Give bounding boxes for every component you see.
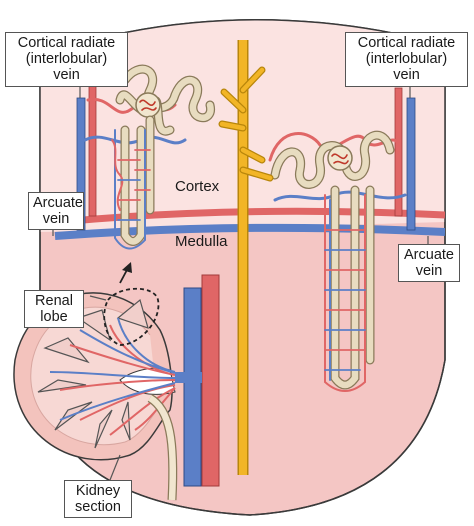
collecting-duct bbox=[218, 40, 274, 475]
label-arcuate-vein-right: Arcuate vein bbox=[398, 244, 460, 282]
left-nephron bbox=[83, 64, 215, 250]
leader-lines bbox=[52, 87, 429, 481]
label-cortical-radiate-vein-right: Cortical radiate (interlobular) vein bbox=[345, 32, 468, 87]
label-arcuate-vein-left: Arcuate vein bbox=[28, 192, 84, 230]
left-glomerulus bbox=[135, 92, 161, 118]
tissue-outline bbox=[39, 19, 446, 516]
label-kidney-section: Kidney section bbox=[64, 480, 132, 518]
right-cortical-radiate-vessels bbox=[394, 87, 416, 231]
label-cortical-radiate-vein-left: Cortical radiate (interlobular) vein bbox=[5, 32, 128, 87]
lobe-arrow-head bbox=[122, 262, 132, 273]
right-cortical-vein bbox=[406, 97, 416, 231]
left-cortical-vein bbox=[76, 97, 86, 231]
label-medulla: Medulla bbox=[175, 233, 228, 250]
renal-vein bbox=[183, 287, 202, 487]
label-cortex: Cortex bbox=[175, 178, 220, 195]
kidney-vessel-branches bbox=[49, 317, 176, 436]
renal-lobe-highlight bbox=[103, 287, 160, 346]
kidney-section-illustration bbox=[13, 287, 202, 501]
right-nephron bbox=[268, 130, 407, 392]
label-renal-lobe: Renal lobe bbox=[24, 290, 84, 328]
renal-vessels bbox=[183, 274, 220, 487]
renal-artery bbox=[201, 274, 220, 487]
right-cortical-artery bbox=[394, 87, 403, 217]
right-glomerulus bbox=[327, 145, 353, 171]
